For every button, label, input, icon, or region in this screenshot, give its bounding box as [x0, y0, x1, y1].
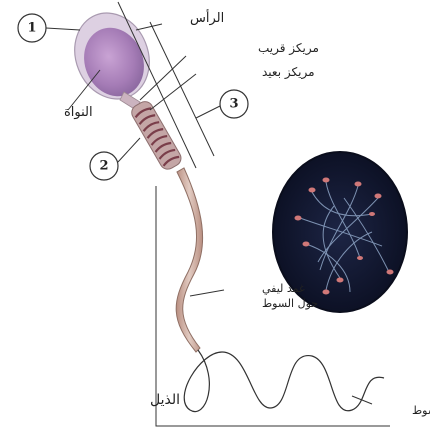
- label-sheath-line1: غمد ليفي: [262, 282, 305, 295]
- label-nucleus: النواة: [64, 105, 93, 120]
- leader-head: [136, 24, 162, 30]
- leader-flagellum: [352, 396, 372, 404]
- number-2: 2: [99, 159, 108, 174]
- midpiece-body: [129, 99, 184, 172]
- leader-sheath: [190, 290, 224, 296]
- leader-n2: [118, 138, 140, 162]
- number-3: 3: [229, 97, 238, 112]
- flagellum-end-piece: [184, 350, 384, 412]
- sperm-midpiece: [129, 99, 184, 172]
- number-1: 1: [27, 21, 36, 36]
- number-callout-1: 1: [18, 14, 46, 42]
- label-head: الرأس: [190, 9, 224, 26]
- label-proximal-centriole: مريكز قريب: [258, 41, 319, 56]
- leader-n1: [46, 28, 80, 30]
- number-callout-3: 3: [220, 90, 248, 118]
- label-tail: الذيل: [150, 392, 180, 408]
- label-sheath-line2: حول السوط: [262, 297, 318, 310]
- number-callout-2: 2: [90, 152, 118, 180]
- label-flagellum: السوط: [412, 404, 430, 417]
- label-distal-centriole: مريكز بعيد: [262, 65, 315, 80]
- tail-principal-piece: [176, 168, 202, 352]
